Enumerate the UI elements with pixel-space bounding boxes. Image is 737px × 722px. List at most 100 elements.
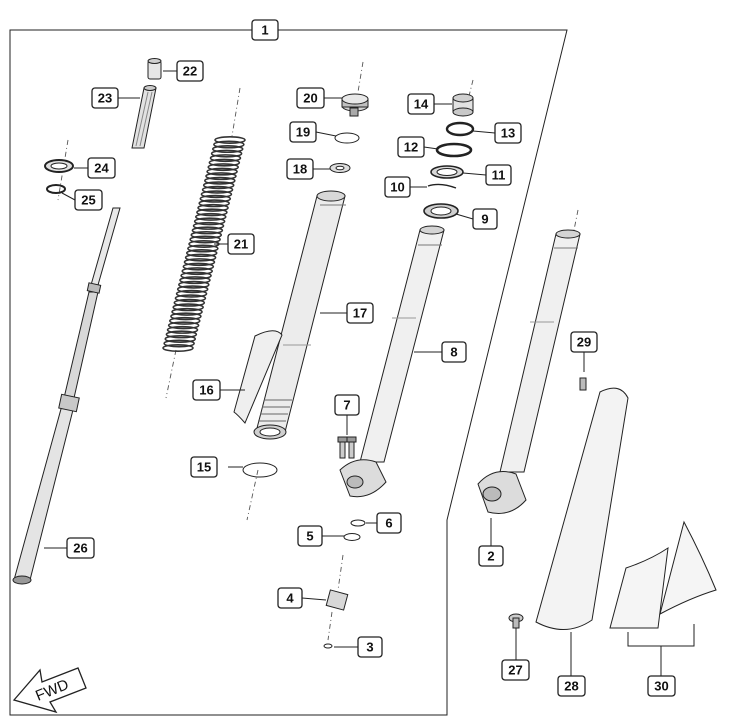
spring-coil — [213, 140, 245, 149]
part-20 — [341, 61, 369, 117]
svg-text:7: 7 — [343, 398, 350, 413]
part-outer-tube — [246, 190, 346, 521]
callout-29: 29 — [570, 331, 598, 353]
svg-text:23: 23 — [98, 91, 112, 106]
svg-text:8: 8 — [450, 345, 457, 360]
callout-26: 26 — [66, 537, 95, 559]
part-22 — [147, 58, 162, 80]
svg-text:30: 30 — [654, 679, 668, 694]
spring-coil — [182, 262, 215, 271]
svg-text:12: 12 — [404, 140, 418, 155]
spring-coil — [193, 217, 226, 226]
part-29 — [579, 377, 587, 391]
svg-text:20: 20 — [303, 91, 317, 106]
spring-coil — [176, 285, 209, 294]
spring-coil — [205, 172, 237, 181]
spring-coil — [174, 294, 207, 303]
callout-7: 7 — [334, 394, 360, 416]
spring-coil — [211, 145, 244, 154]
svg-text:16: 16 — [199, 383, 213, 398]
svg-text:9: 9 — [481, 212, 488, 227]
spring-coil — [181, 267, 214, 276]
callout-20: 20 — [296, 87, 325, 109]
part-19 — [334, 132, 360, 144]
svg-text:29: 29 — [577, 335, 591, 350]
spring-coil — [201, 185, 234, 194]
svg-text:15: 15 — [197, 460, 211, 475]
svg-text:1: 1 — [261, 23, 268, 38]
callout-22: 22 — [176, 60, 204, 82]
spring-coil — [166, 325, 199, 334]
svg-text:18: 18 — [293, 162, 307, 177]
spring-coil — [170, 312, 202, 321]
spring-coil — [167, 321, 200, 330]
fwd-arrow: FWD — [12, 667, 87, 714]
callout-19: 19 — [289, 121, 317, 143]
spring-coil — [202, 181, 235, 190]
spring-coil — [187, 244, 219, 253]
spring-coil — [184, 253, 217, 262]
spring-coil — [189, 235, 221, 244]
svg-text:5: 5 — [306, 529, 313, 544]
svg-text:19: 19 — [296, 125, 310, 140]
spring-coil — [194, 212, 227, 221]
part-7 — [337, 436, 357, 459]
part-2 — [477, 209, 581, 514]
callout-15: 15 — [190, 456, 218, 478]
callout-12: 12 — [397, 136, 425, 158]
callout-28: 28 — [557, 675, 586, 697]
svg-text:11: 11 — [492, 168, 506, 183]
spring-coil — [197, 203, 229, 212]
spring-coil — [168, 316, 201, 325]
callout-14: 14 — [407, 93, 435, 115]
callout-1: 1 — [251, 19, 279, 41]
svg-text:2: 2 — [487, 549, 494, 564]
spring-coil — [171, 307, 203, 316]
callout-6: 6 — [376, 512, 402, 534]
callout-18: 18 — [286, 158, 314, 180]
part-ring-stack — [423, 79, 475, 219]
svg-text:25: 25 — [81, 193, 95, 208]
callout-30: 30 — [647, 675, 676, 697]
callout-4: 4 — [277, 587, 303, 609]
part-18 — [329, 163, 351, 173]
part-3 — [323, 643, 333, 649]
svg-text:10: 10 — [390, 180, 404, 195]
callout-9: 9 — [472, 208, 498, 230]
spring-coil — [198, 199, 230, 208]
part-damper-rod — [12, 139, 121, 585]
svg-text:28: 28 — [564, 679, 578, 694]
callout-27: 27 — [501, 659, 530, 681]
spring-coil — [190, 230, 223, 239]
spring-coil — [173, 298, 206, 307]
spring-coil — [214, 136, 246, 145]
part-inner-tube — [339, 225, 445, 498]
spring-coil — [175, 289, 208, 298]
svg-text:27: 27 — [508, 663, 522, 678]
callout-23: 23 — [91, 87, 119, 109]
spring-coil — [209, 154, 242, 163]
callout-5: 5 — [297, 525, 323, 547]
svg-text:6: 6 — [385, 516, 392, 531]
spring-coil — [208, 158, 241, 167]
spring-coil — [206, 167, 238, 176]
svg-text:26: 26 — [73, 541, 87, 556]
svg-text:21: 21 — [234, 237, 248, 252]
callout-21: 21 — [227, 233, 255, 255]
spring-coil — [192, 221, 225, 230]
leader-lines — [44, 70, 695, 676]
part-spring — [162, 87, 246, 399]
spring-coil — [178, 280, 210, 289]
spring-coil — [191, 226, 224, 235]
callout-11: 11 — [485, 164, 512, 186]
spring-coil — [210, 149, 243, 158]
svg-text:24: 24 — [94, 161, 109, 176]
part-25 — [46, 184, 66, 194]
part-27 — [508, 613, 524, 629]
svg-text:13: 13 — [501, 126, 515, 141]
part-16 — [233, 330, 283, 424]
assembly-boundary — [9, 29, 568, 716]
spring-coil — [172, 303, 204, 312]
spring-coil — [163, 339, 195, 348]
